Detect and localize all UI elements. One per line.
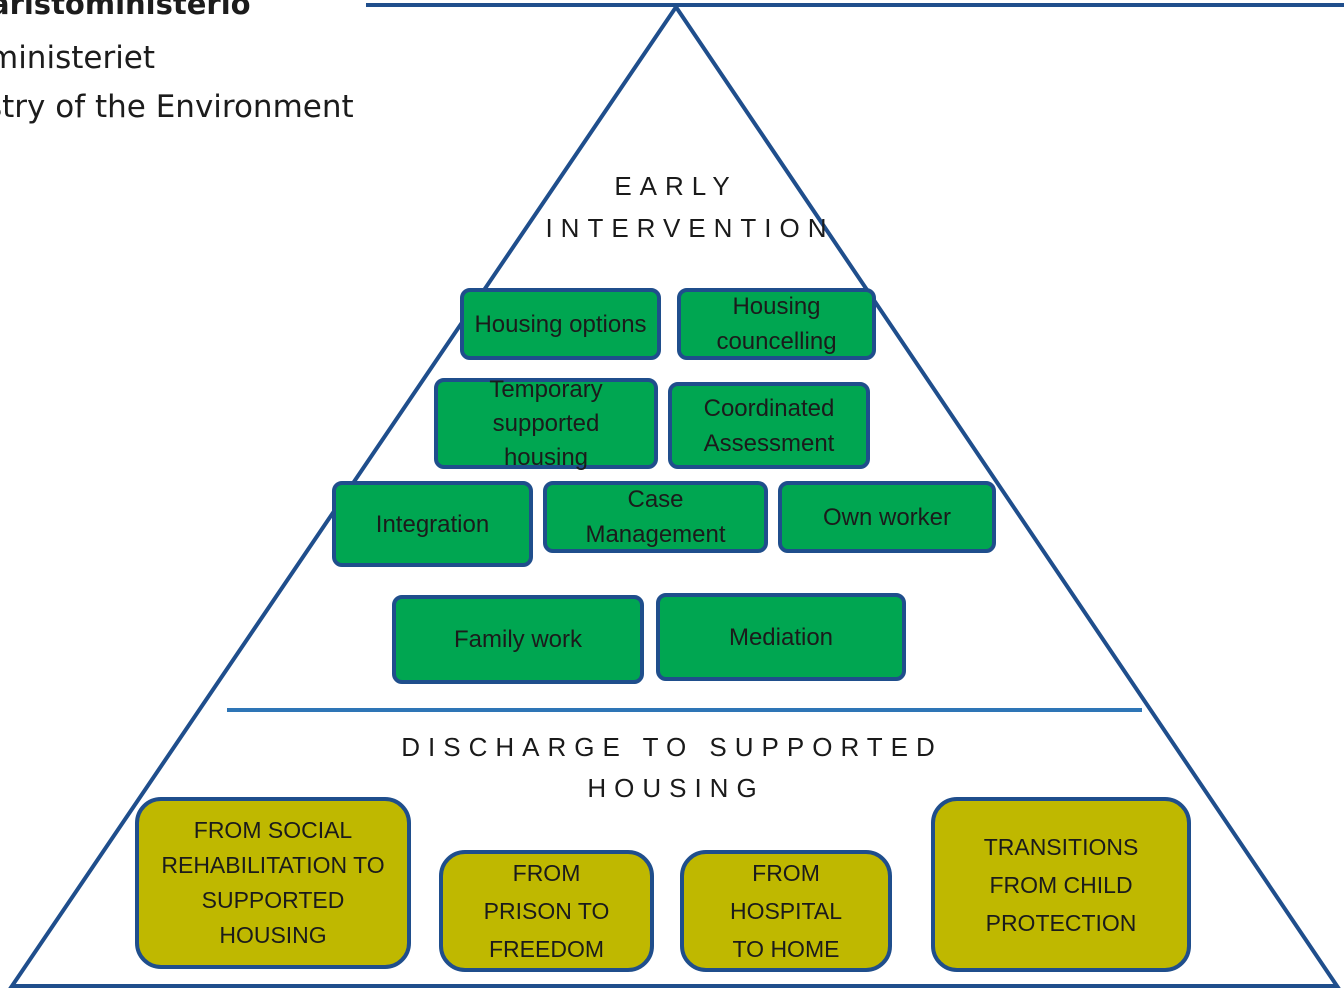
mediation-label: Mediation [728, 623, 834, 651]
integration-box: Integration [332, 481, 533, 567]
temporary-supported-housing-label: Temporary supported housing [489, 375, 603, 471]
coordinated-assessment-label: Coordinated Assessment [703, 394, 835, 457]
logo-text-line-3: stry of the Environment [0, 89, 354, 125]
own-worker-label: Own worker [822, 503, 952, 531]
temporary-supported-housing-box: Temporary supported housing [434, 376, 658, 471]
child-protection-box: TRANSITIONS FROM CHILD PROTECTION [931, 797, 1191, 972]
family-work-label: Family work [453, 626, 582, 653]
case-management-box: Case Management [543, 481, 768, 553]
prison-to-freedom-box: FROM PRISON TO FREEDOM [439, 850, 654, 972]
early-heading-line-2: INTERVENTION [545, 213, 835, 243]
prison-to-freedom-label: FROM PRISON TO FREEDOM [483, 860, 610, 962]
logo-text-line-2: ministeriet [0, 40, 156, 76]
coordinated-assessment-box: Coordinated Assessment [668, 382, 870, 469]
own-worker-box: Own worker [778, 481, 996, 553]
hospital-to-home-box: FROM HOSPITAL TO HOME [680, 850, 892, 972]
housing-councelling-box: Housing councelling [677, 288, 876, 360]
discharge-heading-line-2: HOUSING [587, 773, 765, 803]
hospital-to-home-label: FROM HOSPITAL TO HOME [729, 860, 843, 962]
early-heading-line-1: EARLY [614, 171, 738, 201]
family-work-box: Family work [392, 595, 644, 684]
social-rehabilitation-label: FROM SOCIAL REHABILITATION TO SUPPORTED … [161, 817, 385, 948]
discharge-heading-line-1: DISCHARGE TO SUPPORTED [401, 732, 943, 762]
housing-councelling-label: Housing councelling [716, 293, 837, 355]
housing-options-label: Housing options [474, 310, 647, 338]
case-management-label: Case Management [585, 486, 726, 548]
child-protection-label: TRANSITIONS FROM CHILD PROTECTION [983, 833, 1139, 936]
logo-text-line-1: aristoministeriö [0, 0, 251, 21]
social-rehabilitation-box: FROM SOCIAL REHABILITATION TO SUPPORTED … [135, 797, 411, 969]
housing-options-box: Housing options [460, 288, 661, 360]
integration-label: Integration [375, 510, 490, 538]
mediation-box: Mediation [656, 593, 906, 681]
